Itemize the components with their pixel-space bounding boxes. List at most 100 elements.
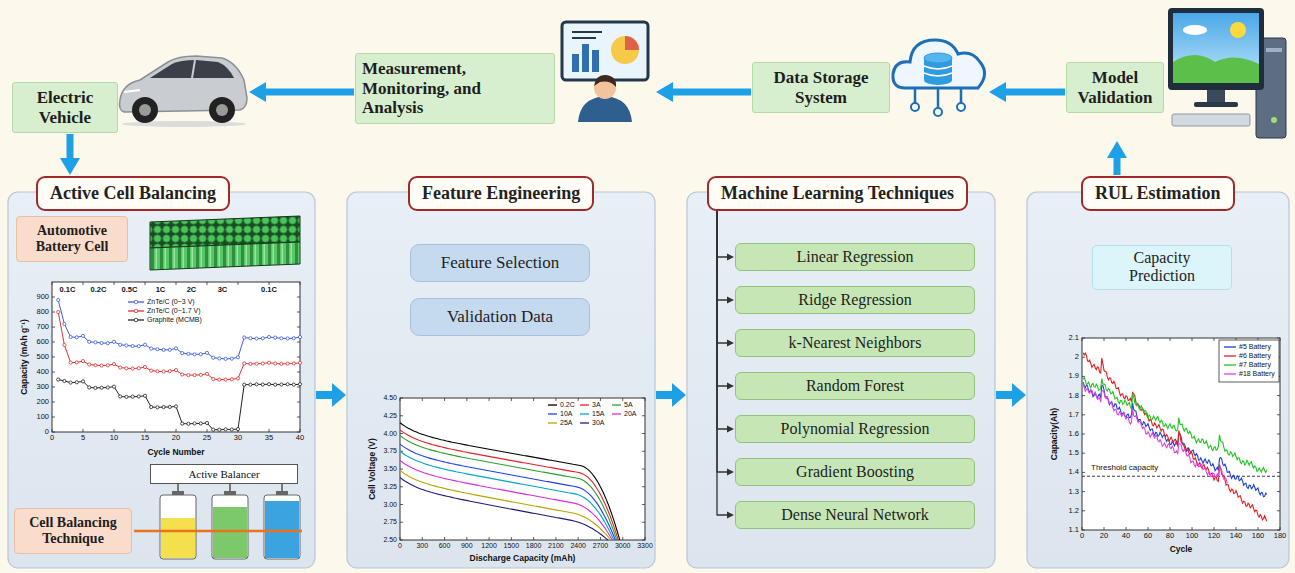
method-box: Gradient Boosting xyxy=(735,458,975,486)
tick-label: 800 xyxy=(36,308,49,316)
legend-label: 5A xyxy=(624,401,633,408)
legend-label: 20A xyxy=(624,410,636,417)
tick-label: 2700 xyxy=(593,542,609,549)
tick-label: 1.6 xyxy=(1069,430,1079,438)
box-text: Gradient Boosting xyxy=(796,463,914,481)
label-box: Automotive Battery Cell xyxy=(16,216,128,262)
legend-sample xyxy=(548,413,557,414)
tick-label: 300 xyxy=(416,542,428,549)
box-text: Feature Selection xyxy=(441,253,560,273)
rate-label: 0.2C xyxy=(90,286,108,294)
tick-label: 4.50 xyxy=(383,394,397,401)
tick-label: 1200 xyxy=(481,542,497,549)
data-series xyxy=(400,470,611,540)
legend-label: 0.2C xyxy=(560,401,575,408)
flow-arrow xyxy=(717,211,734,476)
tick-label: 1500 xyxy=(504,542,520,549)
axis-title: Cell Voltage (V) xyxy=(368,438,377,500)
box-text: Capacity Prediction xyxy=(1099,249,1225,286)
charts xyxy=(52,282,1280,540)
tick-label: 40 xyxy=(1122,532,1130,540)
process-box: Feature Selection xyxy=(410,244,590,282)
analyst-icon xyxy=(562,22,648,122)
tick-label: 35 xyxy=(265,434,273,442)
tick-label: 3000 xyxy=(615,542,631,549)
data-series xyxy=(58,380,300,430)
flow-arrow xyxy=(656,82,751,102)
stage-label: Model Validation xyxy=(1066,62,1164,113)
legend-sample xyxy=(1224,373,1236,374)
tick-label: 3.25 xyxy=(383,483,397,490)
panel-background xyxy=(8,192,315,568)
rate-label: 3C xyxy=(217,286,229,294)
stage-panel: Feature EngineeringFeature SelectionVali… xyxy=(347,176,655,568)
axis-title: Cycle Number xyxy=(147,448,204,457)
panel-background xyxy=(347,192,655,568)
computer-icon xyxy=(1168,8,1286,138)
tick-label: 2.1 xyxy=(1069,334,1079,342)
tick-label: 15 xyxy=(141,434,149,442)
legend-box xyxy=(1219,340,1279,382)
stage-panel: Active Cell BalancingAutomotive Battery … xyxy=(8,176,315,568)
legend-sample xyxy=(580,422,589,423)
tick-label: 2.50 xyxy=(383,536,397,543)
tick-label: 2.75 xyxy=(383,519,397,526)
note-label: Threshold capacity xyxy=(1090,464,1159,472)
tick-label: 1800 xyxy=(526,542,542,549)
tick-label: 100 xyxy=(1186,532,1199,540)
stage-box: Electric Vehicle xyxy=(12,10,248,133)
tick-label: 900 xyxy=(461,542,473,549)
box-text: Validation Data xyxy=(447,307,553,327)
tick-label: 100 xyxy=(36,413,49,421)
legend-sample xyxy=(1224,364,1236,365)
flow-arrow xyxy=(717,211,734,261)
flow-arrow xyxy=(60,134,80,175)
box-text: Polynomial Regression xyxy=(781,420,930,438)
tick-label: 2100 xyxy=(548,542,564,549)
tick-label: 1.7 xyxy=(1069,411,1079,419)
box-text: Dense Neural Network xyxy=(781,506,929,524)
stage-box: Measurement, Monitoring, and Analysis xyxy=(355,15,655,128)
tick-label: 1.5 xyxy=(1069,449,1079,457)
data-series xyxy=(58,300,300,359)
method-box: k-Nearest Neighbors xyxy=(735,329,975,357)
method-box: Ridge Regression xyxy=(735,286,975,314)
box-text: Random Forest xyxy=(806,377,904,395)
car-illustration xyxy=(120,56,248,127)
legend-label: #6 Battery xyxy=(1239,352,1271,359)
box-text: Active Balancer xyxy=(188,468,259,480)
tick-label: 140 xyxy=(1230,532,1243,540)
tick-label: 3300 xyxy=(637,542,653,549)
tick-label: 10 xyxy=(110,434,118,442)
data-series xyxy=(400,461,612,541)
plot-frame xyxy=(52,282,300,432)
plot-frame xyxy=(1082,338,1280,530)
method-box: Linear Regression xyxy=(735,243,975,271)
tick-label: 0 xyxy=(50,434,54,442)
tick-label: 1.3 xyxy=(1069,488,1079,496)
tick-label: 900 xyxy=(36,293,49,301)
stage-label: Electric Vehicle xyxy=(12,82,118,133)
legend-label: Graphite (MCMB) xyxy=(147,316,202,323)
data-series xyxy=(400,430,618,540)
process-box: Capacity Prediction xyxy=(1092,245,1232,290)
flow-arrow xyxy=(996,383,1026,407)
tick-label: 700 xyxy=(36,323,49,331)
legend-sample xyxy=(1224,346,1236,347)
box-text: Automotive Battery Cell xyxy=(23,223,121,255)
tick-label: 0 xyxy=(45,428,49,436)
tick-label: 1.8 xyxy=(1069,392,1079,400)
axis-title: Cycle xyxy=(1170,545,1193,554)
stage-label: Data Storage System xyxy=(752,62,890,113)
tick-label: 80 xyxy=(1166,532,1174,540)
panel-background xyxy=(687,192,995,568)
legend-sample xyxy=(612,404,621,405)
tick-label: 1.1 xyxy=(1069,526,1079,534)
tick-label: 160 xyxy=(1252,532,1265,540)
tick-label: 5 xyxy=(81,434,85,442)
method-box: Polynomial Regression xyxy=(735,415,975,443)
rate-label: 2C xyxy=(186,286,198,294)
tick-label: 0 xyxy=(1080,532,1084,540)
cloud-database-icon xyxy=(893,40,985,116)
legend-label: 30A xyxy=(592,419,604,426)
